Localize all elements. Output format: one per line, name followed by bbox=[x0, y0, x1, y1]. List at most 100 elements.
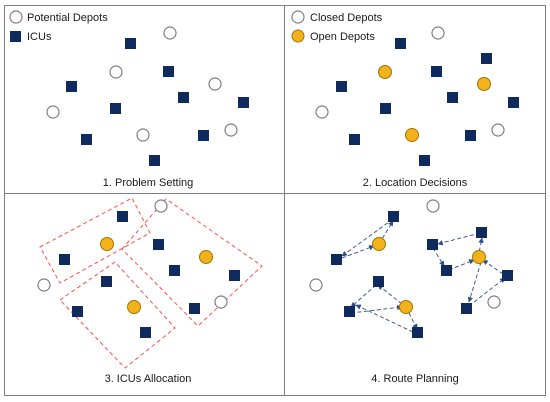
legend-label-closed: Closed Depots bbox=[310, 12, 383, 24]
route-arrow bbox=[437, 232, 481, 246]
open-depot bbox=[477, 77, 491, 91]
panel-borders bbox=[4, 5, 546, 396]
closed-depot bbox=[426, 199, 440, 213]
legend-label-icus: ICUs bbox=[27, 31, 52, 43]
legend-label-potential: Potential Depots bbox=[27, 12, 108, 24]
icu-node bbox=[380, 103, 391, 114]
icu-node bbox=[117, 211, 128, 222]
hollow-circle-icon bbox=[9, 10, 23, 24]
icu-node bbox=[59, 254, 70, 265]
icu-node bbox=[419, 155, 430, 166]
icu-node bbox=[465, 130, 476, 141]
caption-problem-setting: 1. Problem Setting bbox=[103, 177, 194, 189]
hollow-circle-icon bbox=[291, 10, 305, 24]
icu-node bbox=[238, 97, 249, 108]
icu-node bbox=[388, 211, 399, 222]
open-depots bbox=[378, 65, 491, 142]
panel-route-planning: 4. Route Planning bbox=[309, 199, 513, 385]
closed-depots bbox=[309, 199, 501, 309]
closed-depots bbox=[315, 26, 505, 137]
icu-node bbox=[508, 97, 519, 108]
icu-node bbox=[110, 103, 121, 114]
icu-node bbox=[153, 239, 164, 250]
potential-depot bbox=[136, 128, 150, 142]
icu-node bbox=[189, 303, 200, 314]
closed-depot bbox=[214, 295, 228, 309]
icu-node bbox=[447, 92, 458, 103]
icu-node bbox=[198, 130, 209, 141]
icu-node bbox=[344, 306, 355, 317]
icu-nodes bbox=[66, 38, 249, 166]
closed-depot bbox=[487, 295, 501, 309]
icu-node bbox=[140, 327, 151, 338]
icu-nodes bbox=[59, 211, 240, 338]
icu-node bbox=[66, 81, 77, 92]
icu-node bbox=[461, 303, 472, 314]
route-arrow bbox=[482, 259, 504, 275]
icu-node bbox=[149, 155, 160, 166]
allocation-regions bbox=[39, 197, 263, 369]
route-arrow bbox=[467, 261, 482, 303]
icu-node bbox=[441, 265, 452, 276]
caption-location-decisions: 2. Location Decisions bbox=[363, 177, 468, 189]
open-depot bbox=[372, 237, 386, 251]
legend-label-open: Open Depots bbox=[310, 31, 375, 43]
route-arrow bbox=[432, 247, 445, 267]
route-arrow bbox=[408, 312, 418, 330]
icu-node bbox=[502, 270, 513, 281]
filled-circle-icon bbox=[291, 29, 305, 43]
potential-depot bbox=[224, 123, 238, 137]
icu-node bbox=[101, 276, 112, 287]
allocation-region bbox=[121, 198, 263, 327]
icu-node bbox=[336, 81, 347, 92]
closed-depot bbox=[37, 278, 51, 292]
open-depot bbox=[472, 250, 486, 264]
icu-node bbox=[481, 53, 492, 64]
closed-depot bbox=[315, 105, 329, 119]
route-arrow bbox=[355, 304, 414, 333]
legend-icus: ICUs bbox=[10, 31, 52, 43]
potential-depot bbox=[163, 26, 177, 40]
potential-depot bbox=[46, 105, 60, 119]
closed-depot bbox=[491, 123, 505, 137]
route-arrow bbox=[341, 218, 394, 257]
panel-icus-allocation: 3. ICUs Allocation bbox=[37, 197, 263, 385]
legend-closed-depots: Closed Depots bbox=[291, 10, 383, 24]
icu-node bbox=[412, 327, 423, 338]
icu-node bbox=[163, 66, 174, 77]
icu-node bbox=[427, 239, 438, 250]
potential-depots bbox=[46, 26, 238, 142]
icu-node bbox=[395, 38, 406, 49]
open-depots bbox=[100, 237, 213, 314]
route-arrow bbox=[350, 304, 403, 314]
icu-node bbox=[178, 92, 189, 103]
open-depot bbox=[127, 300, 141, 314]
panel-location-decisions: Closed Depots Open Depots bbox=[291, 10, 519, 189]
legend-open-depots: Open Depots bbox=[291, 29, 375, 43]
panel-problem-setting: Potential Depots ICUs 1. Problem Setting bbox=[9, 10, 249, 189]
square-icon bbox=[10, 31, 21, 42]
icu-node bbox=[72, 306, 83, 317]
icu-node bbox=[476, 227, 487, 238]
icu-node bbox=[81, 134, 92, 145]
open-depot bbox=[199, 250, 213, 264]
icu-node bbox=[349, 134, 360, 145]
route-arrows bbox=[341, 218, 506, 333]
allocation-region bbox=[39, 197, 151, 284]
icu-node bbox=[431, 66, 442, 77]
icu-node bbox=[331, 254, 342, 265]
open-depot bbox=[405, 128, 419, 142]
caption-route-planning: 4. Route Planning bbox=[371, 373, 458, 385]
icu-node bbox=[373, 276, 384, 287]
route-arrow bbox=[378, 220, 394, 245]
potential-depot bbox=[208, 77, 222, 91]
route-arrow bbox=[341, 245, 375, 259]
legend-potential-depots: Potential Depots bbox=[9, 10, 108, 24]
potential-depot bbox=[109, 65, 123, 79]
open-depot bbox=[399, 300, 413, 314]
closed-depot bbox=[154, 199, 168, 213]
route-arrow bbox=[468, 277, 506, 307]
icu-nodes bbox=[331, 211, 513, 338]
caption-icus-allocation: 3. ICUs Allocation bbox=[105, 373, 192, 385]
